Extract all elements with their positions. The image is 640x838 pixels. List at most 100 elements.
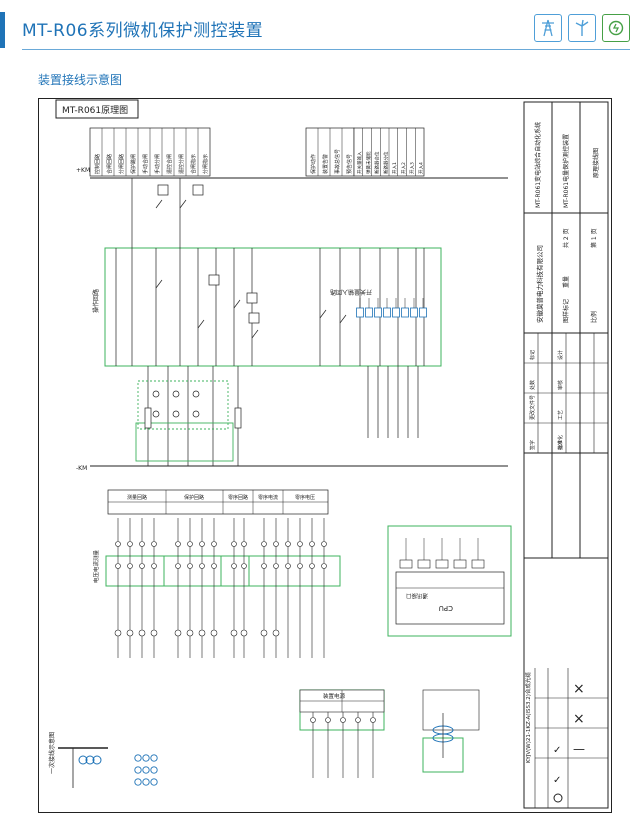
control-function-label: 分闸回路 [118, 154, 125, 174]
meas-terminal [285, 563, 291, 569]
input-group-label: 开关量输入回路 [330, 288, 372, 296]
title-rule [22, 49, 630, 50]
power-label: 装置电源 [323, 692, 346, 700]
sheet-current: 第 1 页 [590, 228, 598, 248]
weight-label: 重量 [562, 276, 570, 288]
switch-contact [179, 199, 187, 209]
opto-input [365, 307, 373, 318]
svg-text:✓: ✓ [553, 745, 561, 756]
cpu-port [435, 559, 449, 569]
control-function-label: 控制回路 [94, 154, 101, 174]
resistor [144, 407, 152, 429]
header-icons [534, 14, 630, 42]
meas-terminal [115, 541, 121, 547]
opto-input [356, 307, 364, 318]
ct-winding [134, 766, 142, 774]
meas-terminal [273, 563, 279, 569]
relay-coil [248, 312, 260, 324]
meas-terminal [187, 541, 193, 547]
substation-icon[interactable] [534, 14, 562, 42]
recycle-icon[interactable] [602, 14, 630, 42]
ct-winding [134, 778, 142, 786]
wiring-diagram: MT-R061原理图 MT-R061变电站综合自动化系统 MT-R061电量保护… [38, 98, 612, 813]
switch-contact [155, 279, 163, 289]
svg-text:×: × [573, 681, 585, 697]
revision-table [524, 333, 608, 453]
meas-terminal [199, 563, 205, 569]
cpu-port [399, 559, 413, 569]
meas-terminal [211, 563, 217, 569]
control-function-label: 保护跳闸 [130, 154, 137, 174]
control-function-table: 控制回路合闸回路分闸回路保护跳闸手动合闸手动分闸遥控合闸遥控分闸合闸指示分闸指示 [89, 127, 211, 177]
control-function-label: 遥控分闸 [178, 154, 185, 174]
ct-winding [150, 766, 158, 774]
input-function-label: 开入1 [392, 162, 398, 174]
meas-terminal [127, 563, 133, 569]
svg-text:—: — [573, 742, 585, 756]
input-function-label: 开入3 [410, 162, 416, 174]
ct-winding [150, 778, 158, 786]
opto-input [419, 307, 427, 318]
meas-terminal [211, 541, 217, 547]
cpu-port [471, 559, 485, 569]
zero-seq-block [422, 689, 480, 773]
meas-terminal [309, 563, 315, 569]
svg-text:×: × [573, 711, 585, 727]
terminal [152, 410, 160, 418]
page-title: MT-R06系列微机保护测控装置 [22, 21, 264, 41]
revision-label: 批准 [557, 440, 564, 450]
section-subtitle: 装置接线示意图 [38, 73, 123, 87]
terminal [172, 390, 180, 398]
comm-label: 通讯接口 [406, 592, 428, 600]
power-terminal [355, 717, 361, 723]
primary-diagram-label: 一次接线示意图 [48, 732, 56, 774]
meas-terminal [151, 563, 157, 569]
ct-coil [138, 629, 146, 637]
cpu-port [417, 559, 431, 569]
ct-coil [240, 629, 248, 637]
meas-terminal [261, 563, 267, 569]
svg-text:✓: ✓ [553, 775, 561, 786]
control-function-label: 手动分闸 [154, 154, 161, 174]
revision-label: 签字 [529, 440, 536, 450]
switch-contact [339, 314, 347, 324]
signal-function-label: 预告信号 [346, 154, 353, 174]
secondary-label: 零序回路 [228, 494, 248, 501]
secondary-label: 保护回路 [184, 494, 204, 501]
ct-coil [186, 629, 194, 637]
switch-contact [251, 329, 259, 339]
revision-label: 标记 [529, 350, 536, 360]
wind-turbine-icon[interactable] [568, 14, 596, 42]
opto-input [401, 307, 409, 318]
control-function-label: 合闸回路 [106, 154, 113, 174]
relay-coil [246, 292, 258, 304]
ct-winding [142, 754, 150, 762]
meas-terminal [139, 541, 145, 547]
ct-winding [142, 766, 150, 774]
meas-terminal [261, 541, 267, 547]
signal-function-label: 装置告警 [322, 154, 329, 174]
terminal [192, 410, 200, 418]
meas-terminal [151, 541, 157, 547]
dc-minus-label: -KM [76, 465, 87, 472]
ct-coil [150, 629, 158, 637]
ct-coil [174, 629, 182, 637]
meas-terminal [321, 563, 327, 569]
meas-terminal [139, 563, 145, 569]
revision-label: 更改文件号 [529, 395, 536, 420]
title-accent-bar [0, 12, 5, 48]
cable-note: KYJV(W)21-1KZ-A(ISS3.2)合成光缆 [524, 672, 532, 763]
input-function-label: 断路器合位 [374, 151, 381, 174]
meas-terminal [321, 541, 327, 547]
power-terminal [310, 717, 316, 723]
opto-input [383, 307, 391, 318]
meas-terminal [187, 563, 193, 569]
input-function-label: 开入4 [418, 162, 424, 174]
secondary-label: 零序电流 [258, 494, 278, 501]
power-terminal [340, 717, 346, 723]
drawing-type: 原理接线图 [592, 148, 600, 178]
meas-terminal [241, 563, 247, 569]
relay-block-label: 操作回路 [92, 289, 100, 313]
ct-coil [272, 629, 280, 637]
